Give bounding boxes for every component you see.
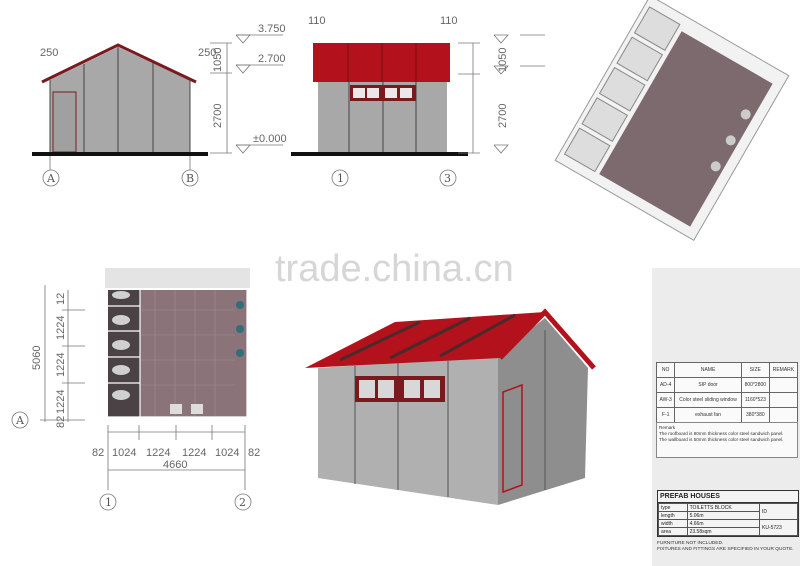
- dim-5060: 5060: [31, 346, 43, 370]
- cell-remark: [768, 392, 799, 408]
- dim-82-right: 82: [248, 447, 260, 459]
- cell-name: exhaust fan: [674, 407, 742, 423]
- windows: [350, 85, 416, 101]
- dim-1224-left: 1224: [146, 447, 170, 459]
- dim-1050: 1050: [212, 48, 224, 72]
- remark-box: Remark The roofboard is 80mm thickness c…: [656, 422, 798, 458]
- cell-size: 800*2800: [740, 377, 770, 393]
- side-roof-edge: [41, 43, 197, 84]
- row-value: 4.66m: [686, 519, 761, 528]
- toilets: [112, 291, 130, 400]
- axis-label-1: 1: [337, 172, 344, 185]
- col-size: SIZE: [740, 362, 770, 378]
- dim-2700: 2700: [212, 104, 224, 128]
- spec-header-row: NO NAME SIZE REMARK: [655, 362, 799, 378]
- side-elevation: 250 250 1050 2700 3.750 2.700 ±0.000 A B: [32, 23, 287, 187]
- col-remark: REMARK: [768, 362, 799, 378]
- level-0000: ±0.000: [253, 133, 287, 145]
- remark-line: The wallboard is 50mm thickness color st…: [659, 437, 784, 442]
- ground-line: [291, 152, 468, 156]
- cell-no: F-1: [655, 407, 676, 423]
- cell-size: 380*380: [740, 407, 770, 423]
- axis-bubble-3: [439, 169, 457, 187]
- note-line: FURNITURE NOT INCLUDED.: [657, 541, 724, 546]
- watermark: trade.china.cn: [275, 248, 514, 290]
- urinals: [236, 301, 244, 357]
- dim-110-left: 110: [308, 15, 326, 27]
- note-line: FIXTURES AND FITTINGS ARE SPECIFIED IN Y…: [657, 547, 794, 552]
- floor-tiles: [599, 31, 773, 227]
- cell-remark: [768, 407, 799, 423]
- axis-label-a: A: [46, 172, 56, 185]
- id-label: ID: [759, 503, 798, 520]
- cell-remark: [768, 377, 799, 393]
- axis-bubble-1: [99, 493, 117, 511]
- axis-bubble-a: [42, 169, 60, 187]
- dim-1224-right: 1224: [182, 447, 206, 459]
- axis-label-3: 3: [444, 172, 451, 185]
- cell-no: AD-4: [655, 377, 676, 393]
- isometric-plan-view: [554, 0, 790, 241]
- side-wall: [498, 318, 588, 505]
- front-elevation: 110 110 1050 2700 1 3: [291, 15, 545, 187]
- dim-250-left: 250: [40, 47, 58, 59]
- axis-label-2: 2: [239, 496, 246, 509]
- axis-label-1: 1: [105, 496, 112, 509]
- row-label: area: [658, 527, 688, 536]
- row-value: 5.06m: [686, 511, 761, 520]
- remark-line: The roofboard is 80mm thickness color st…: [659, 431, 784, 436]
- axis-bubble-2: [234, 493, 252, 511]
- row-label: width: [658, 519, 688, 528]
- floor-plan: 5060 12 1224 1224 1224 82 A 82 1024 1224…: [11, 268, 260, 511]
- axis-bubble-b: [181, 169, 199, 187]
- row-value: 23.58sqm: [686, 527, 761, 536]
- sinks: [170, 404, 203, 414]
- title-block-title: PREFAB HOUSES: [658, 491, 798, 503]
- dim-1224-b: 1224: [55, 353, 67, 377]
- dim-2700: 2700: [497, 104, 509, 128]
- remark-title: Remark: [659, 425, 676, 430]
- axis-label-b: B: [186, 172, 194, 185]
- level-2700: 2.700: [258, 53, 286, 65]
- cell-name: SIP door: [674, 377, 742, 393]
- dim-4660: 4660: [163, 459, 187, 471]
- row-value: TOILETTS BLOCK: [686, 503, 761, 512]
- dim-110-right: 110: [440, 15, 458, 27]
- col-name: NAME: [674, 362, 742, 378]
- house-3d-render: [305, 308, 596, 505]
- row-label: length: [658, 511, 688, 520]
- dim-1024-left: 1024: [112, 447, 136, 459]
- side-wall: [50, 47, 190, 152]
- cell-no: AW-3: [655, 392, 676, 408]
- axis-bubble-a: [11, 411, 29, 429]
- door: [502, 383, 523, 494]
- door: [52, 91, 77, 153]
- dim-250-right: 250: [198, 47, 216, 59]
- ground-line: [32, 152, 208, 156]
- dim-1224-c: 1224: [55, 390, 67, 414]
- axis-bubble-1: [331, 169, 349, 187]
- dim-1024-right: 1024: [215, 447, 239, 459]
- notes: FURNITURE NOT INCLUDED. FIXTURES AND FIT…: [657, 541, 794, 553]
- col-no: NO: [655, 362, 676, 378]
- dim-1224-a: 1224: [55, 316, 67, 340]
- level-3750: 3.750: [258, 23, 286, 35]
- dim-1050: 1050: [497, 48, 509, 72]
- cell-name: Color steel sliding window: [674, 392, 742, 408]
- dim-82: 82: [55, 416, 67, 428]
- dim-82-left: 82: [92, 447, 104, 459]
- id-value: KU-5723: [759, 519, 798, 536]
- dim-12: 12: [55, 293, 67, 305]
- row-label: type: [658, 503, 688, 512]
- cell-size: 1160*523: [740, 392, 770, 408]
- axis-label-a: A: [15, 414, 25, 427]
